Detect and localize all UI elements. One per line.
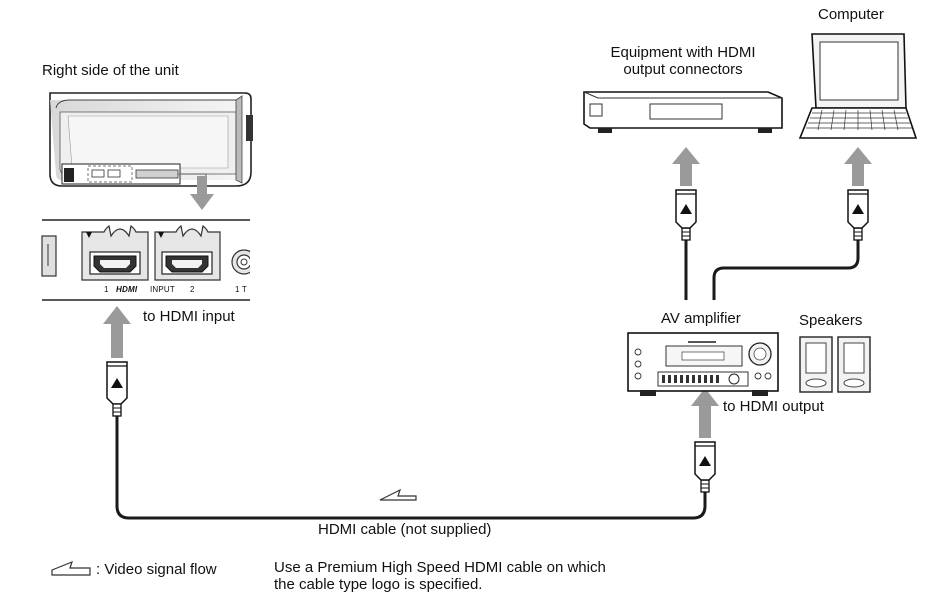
equipment-label: Equipment with HDMI output connectors (590, 44, 776, 78)
output-arrow (691, 388, 719, 438)
connector-panel (41, 219, 258, 301)
to-hdmi-output-label: to HDMI output (723, 398, 824, 415)
cable-to-equipment (672, 147, 700, 300)
cable-to-computer (712, 147, 872, 300)
hdmi-cable-main (115, 416, 707, 520)
laptop-computer (798, 33, 918, 139)
panel-edge-text: 1 T (235, 285, 248, 294)
legend-label: : Video signal flow (96, 561, 217, 578)
equipment-label-line2: output connectors (623, 61, 743, 78)
right-side-label: Right side of the unit (42, 62, 179, 79)
to-hdmi-input-label: to HDMI input (143, 308, 235, 325)
hdmi-equipment (583, 91, 783, 133)
av-amplifier (627, 332, 779, 396)
speakers (799, 336, 871, 393)
input-text: INPUT (150, 285, 175, 294)
right-hdmi-plug (694, 441, 716, 493)
zoom-arrow (190, 176, 214, 210)
projector-unit (49, 92, 253, 190)
port2-number: 2 (190, 285, 195, 294)
port1-number: 1 (104, 285, 109, 294)
speakers-label: Speakers (799, 312, 863, 329)
note-line2: the cable type logo is specified. (274, 576, 483, 593)
note-text: Use a Premium High Speed HDMI cable on w… (274, 559, 606, 593)
note-line1: Use a Premium High Speed HDMI cable on w… (274, 559, 606, 576)
equipment-label-line1: Equipment with HDMI (610, 44, 756, 61)
input-arrow (103, 306, 131, 358)
av-amplifier-label: AV amplifier (661, 310, 741, 327)
hdmi-logo: HDMI (116, 285, 138, 294)
legend-flow-icon (51, 560, 91, 576)
signal-flow-marker (379, 488, 417, 501)
hdmi-cable-label: HDMI cable (not supplied) (318, 521, 492, 538)
left-hdmi-plug (106, 361, 128, 417)
computer-label: Computer (818, 6, 884, 23)
